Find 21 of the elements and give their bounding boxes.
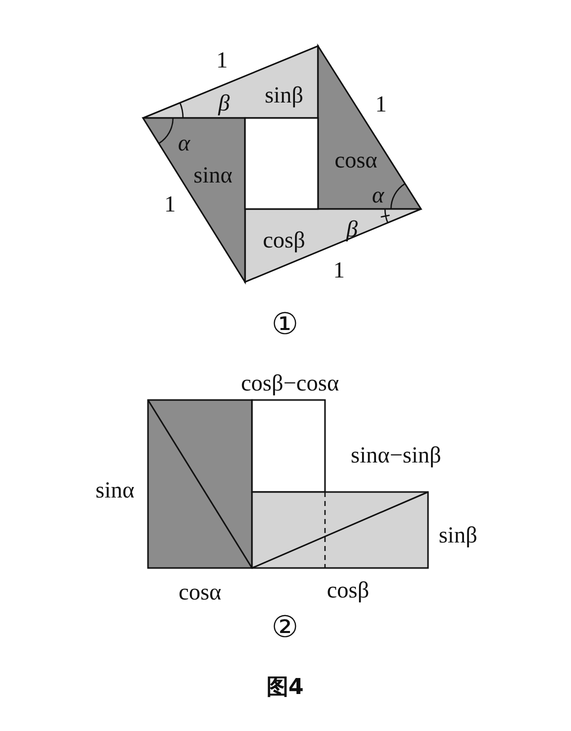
side-label: sinα−sinβ xyxy=(350,444,442,466)
side-label: cosβ−cosα xyxy=(240,372,340,394)
side-label: sinβ xyxy=(264,84,304,106)
figure-number: ② xyxy=(272,613,298,643)
side-label: sinα xyxy=(96,478,134,502)
angle-label: α xyxy=(178,132,190,154)
angle-label: β xyxy=(218,92,230,114)
side-label: sinβ xyxy=(438,524,478,546)
angle-label: β xyxy=(346,218,358,240)
side-label: cosα xyxy=(178,580,222,604)
figure-number: ① xyxy=(272,310,298,340)
side-label: 1 xyxy=(375,92,387,116)
side-label: 1 xyxy=(164,192,176,216)
side-label: cosα xyxy=(334,148,378,172)
figure-caption: 图4 xyxy=(266,677,304,699)
side-label: 1 xyxy=(216,48,228,72)
side-label: cosβ xyxy=(262,228,306,252)
side-label: cosβ xyxy=(326,578,370,602)
side-label: sinα xyxy=(194,164,232,186)
angle-label: α xyxy=(372,184,384,206)
side-label: 1 xyxy=(333,258,345,282)
